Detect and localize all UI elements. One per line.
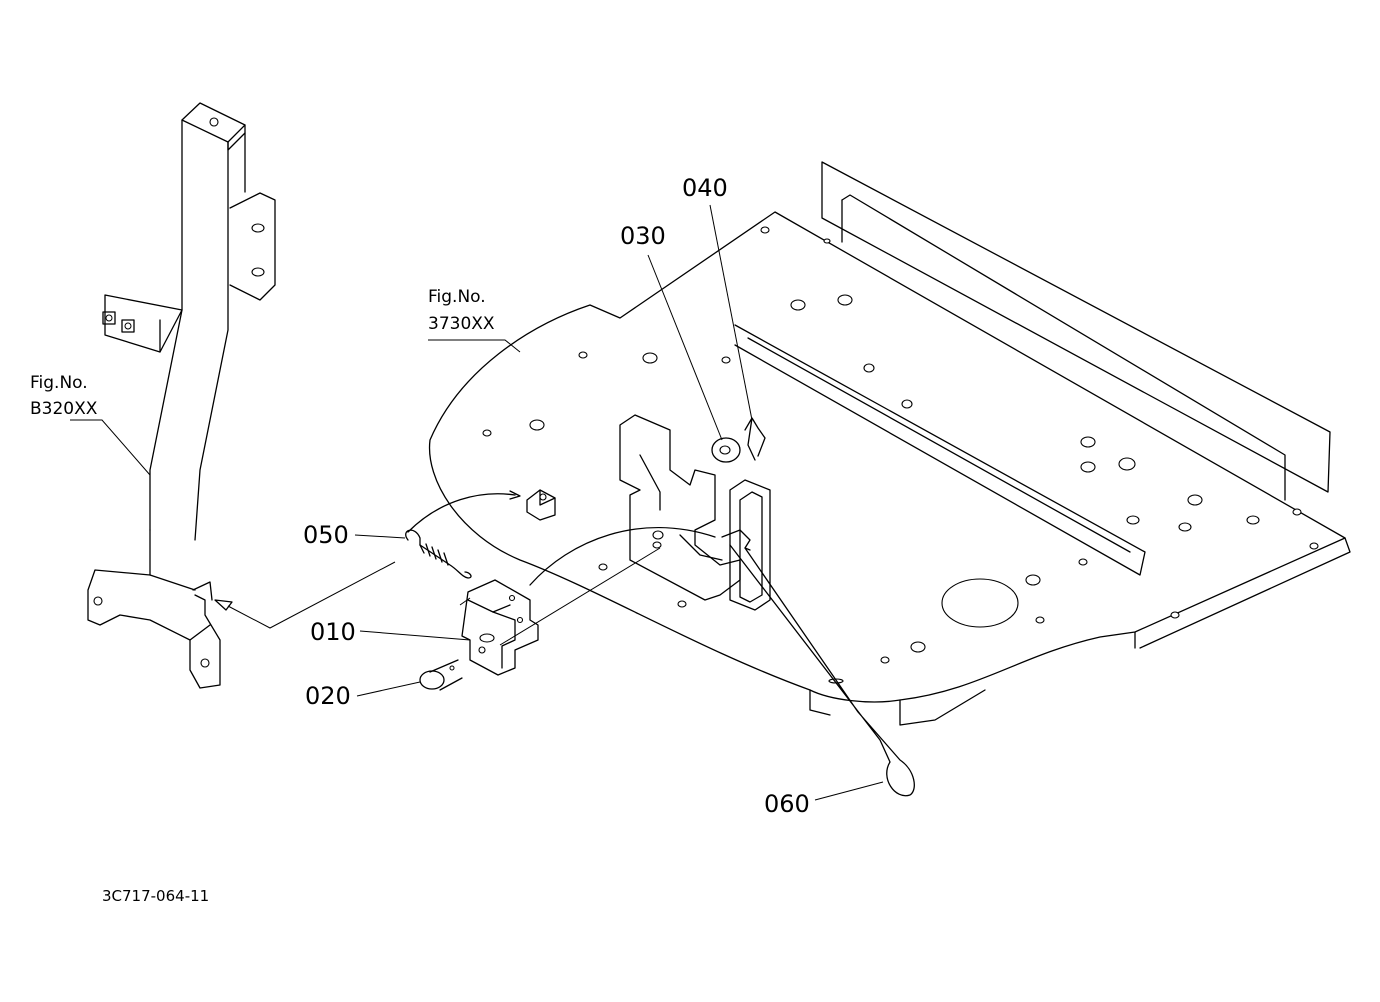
part-label-010: 010 (310, 618, 356, 646)
part-010-latch (461, 579, 539, 676)
part-label-030: 030 (620, 222, 666, 250)
part-060-rod (529, 526, 915, 797)
part-label-050: 050 (303, 521, 349, 549)
assembly-lines (214, 547, 661, 646)
frame-ref-line1: Fig.No. (30, 373, 88, 393)
plate-ref-line1: Fig.No. (428, 287, 486, 307)
part-label-060: 060 (764, 790, 810, 818)
part-label-040: 040 (682, 174, 728, 202)
part-050-spring (405, 490, 521, 579)
frame-bracket (87, 102, 276, 689)
drawing-code: 3C717-064-11 (102, 887, 209, 905)
frame-ref-line2: B320XX (30, 399, 98, 419)
part-020-pin (419, 659, 463, 691)
leader-lines (70, 204, 884, 801)
floor-plate (428, 161, 1351, 726)
plate-ref-line2: 3730XX (428, 314, 495, 334)
part-label-020: 020 (305, 682, 351, 710)
